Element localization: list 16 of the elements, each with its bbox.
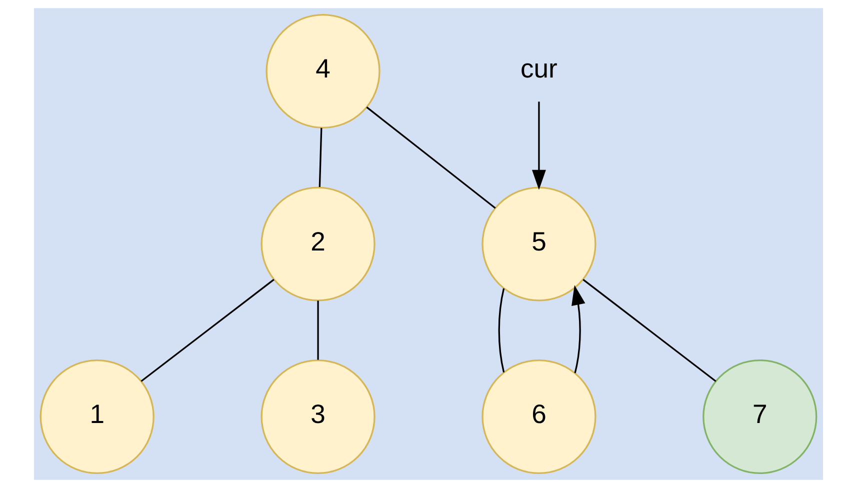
node-circle: 5 [482,186,596,302]
connector [140,278,274,382]
connector [498,288,505,373]
node-circle: 6 [482,359,596,474]
node-circle: 7 [702,359,818,474]
arrow [532,102,546,190]
node-circle: 4 [266,14,380,129]
node-circle: 2 [260,186,376,302]
arrow [572,285,586,374]
connector [582,278,716,382]
connector [366,106,496,209]
node-circle: 3 [260,359,376,474]
connector [317,300,319,360]
node-text: cur [520,54,558,84]
connector [318,128,322,188]
node-circle: 1 [40,359,154,474]
